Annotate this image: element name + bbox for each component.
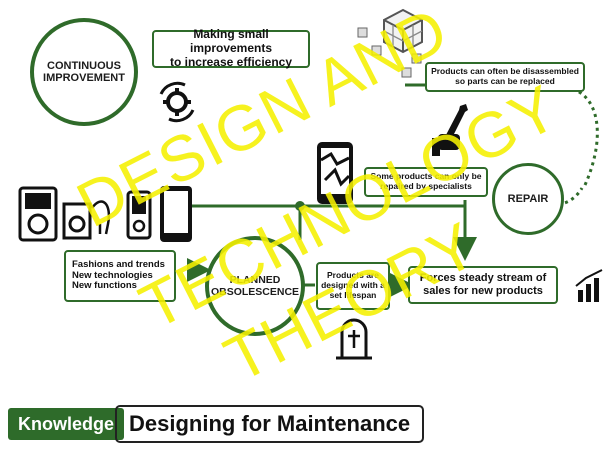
tombstone-icon [336,318,372,360]
knowledge-badge: Knowledge [8,408,125,440]
gear-cycle-icon [159,81,195,123]
repair-node: REPAIR [492,163,564,235]
improvements-box: Making small improvements to increase ef… [152,27,310,69]
planned-obsolescence-node: PLANNED OBSOLESCENCE [205,236,305,336]
improvements-text: Making small improvements to increase ef… [169,27,293,69]
fashions-text: Fashions and trends New technologies New… [72,258,165,292]
ipod-icon [62,200,111,240]
disassembled-box: Products can often be disassembled so pa… [425,62,585,92]
media-player-icon [126,190,152,240]
wrench-hand-icon [432,104,468,156]
disassembled-text: Products can often be disassembled so pa… [431,66,579,86]
continuous-improvement-label: CONTINUOUS IMPROVEMENT [43,60,125,84]
forces-box: Forces steady stream of sales for new pr… [408,266,558,304]
bar-chart-icon [575,269,603,302]
scattered-pieces-icon [357,27,422,78]
specialists-box: Some products can only be repaired by sp… [364,167,488,197]
cube-icon [383,8,423,54]
repair-label: REPAIR [507,193,549,205]
continuous-improvement-node: CONTINUOUS IMPROVEMENT [30,18,138,126]
mp3-player-icon [18,186,58,242]
forces-text: Forces steady stream of sales for new pr… [419,272,547,297]
lifespan-box: Products are designed with a set lifespa… [316,262,390,310]
fashions-box: Fashions and trends New technologies New… [64,250,176,302]
planned-obsolescence-label: PLANNED OBSOLESCENCE [210,274,300,298]
specialists-text: Some products can only be repaired by sp… [370,171,482,191]
page-title: Designing for Maintenance [115,405,425,443]
phone-icon [160,186,192,242]
broken-phone-icon [317,142,353,204]
lifespan-text: Products are designed with a set lifespa… [321,270,385,300]
cycle-dotted-arrow [574,88,599,186]
